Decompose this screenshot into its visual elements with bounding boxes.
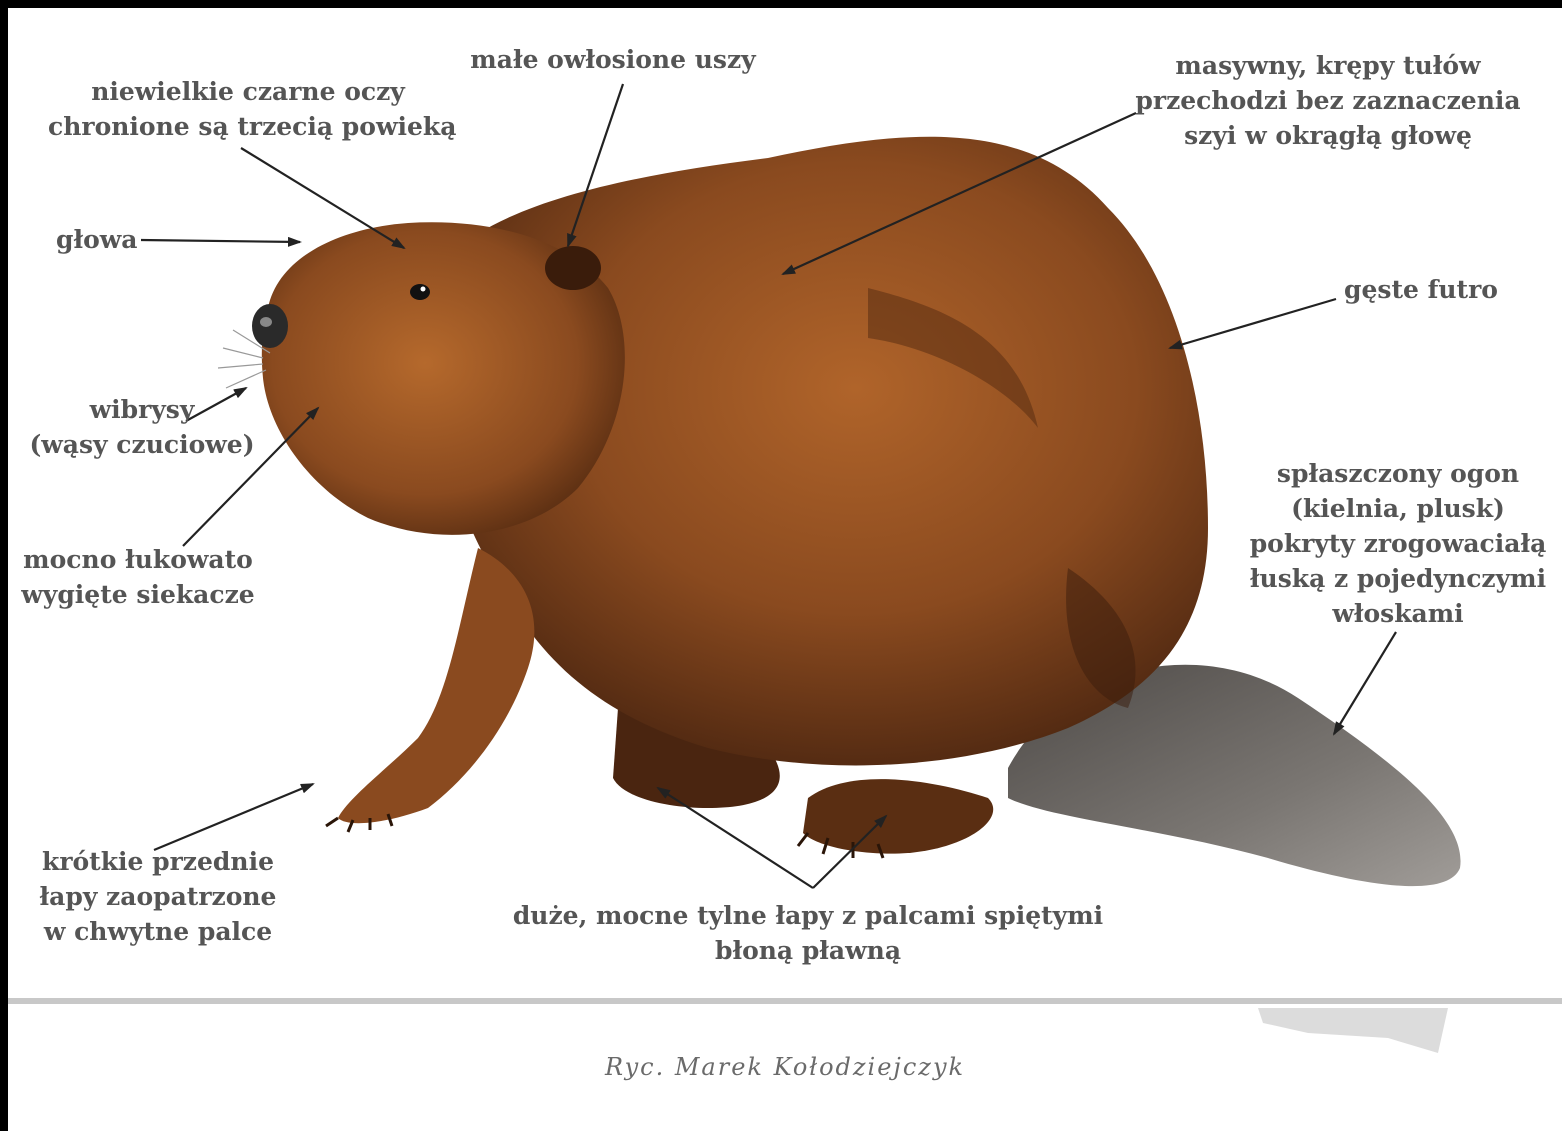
label-oczy: niewielkie czarne oczy chronione są trze… — [48, 74, 448, 144]
arrow-ogon — [1334, 632, 1396, 734]
front-leg — [338, 548, 534, 823]
label-wibrysy: wibrysy (wąsy czuciowe) — [22, 392, 262, 462]
ground-strip — [8, 998, 1562, 1053]
label-ogon: spłaszczony ogon (kielnia, plusk) pokryt… — [1248, 456, 1548, 631]
hind-foot-right — [803, 779, 993, 854]
figure-frame: głowa niewielkie czarne oczy chronione s… — [8, 8, 1562, 1131]
label-przednie-lapy: krótkie przednie łapy zaopatrzone w chwy… — [28, 844, 288, 949]
label-tulow: masywny, krępy tułów przechodzi bez zazn… — [1128, 48, 1528, 153]
beaver-eye — [410, 284, 430, 300]
label-futro: gęste futro — [1344, 272, 1498, 307]
arrow-glowa — [141, 240, 300, 242]
label-siekacze: mocno łukowato wygięte siekacze — [18, 542, 258, 612]
arrow-futro — [1170, 299, 1336, 348]
beaver-ear — [545, 246, 601, 290]
label-uszy: małe owłosione uszy — [448, 42, 778, 77]
label-glowa: głowa — [56, 222, 138, 257]
beaver-nose — [252, 304, 288, 348]
arrow-oczy — [241, 148, 404, 248]
arrow-przednie — [154, 784, 313, 850]
illustration-credit: Ryc. Marek Kołodziejczyk — [8, 1053, 1562, 1081]
label-tylne-lapy: duże, mocne tylne łapy z palcami spiętym… — [508, 898, 1108, 968]
